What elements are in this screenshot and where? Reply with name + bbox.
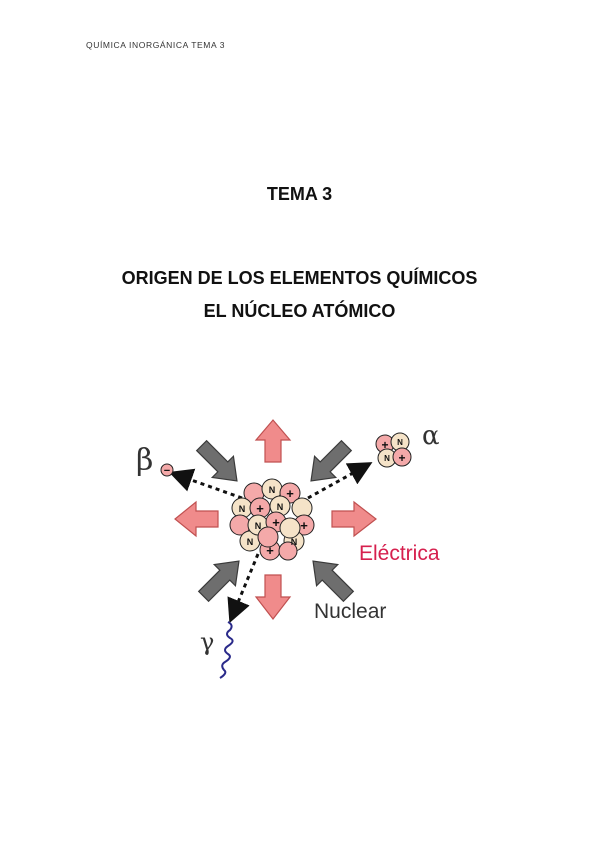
gamma-wave (219, 621, 234, 679)
nuclear-arrow-top-left (195, 439, 238, 482)
alpha-emission-path (307, 462, 373, 500)
alpha-proton-label: + (398, 451, 405, 465)
alpha-proton-label: + (381, 438, 388, 452)
electric-arrow-left (174, 500, 219, 538)
neutron-label: N (291, 537, 298, 547)
proton-label: + (286, 486, 294, 501)
neutron-label: N (247, 537, 254, 547)
nuclear-arrow-bottom-right (312, 560, 355, 603)
gamma-emission-path (227, 553, 260, 624)
neutron-label: N (269, 485, 276, 495)
proton-label: + (256, 501, 264, 516)
proton-label: + (300, 518, 308, 533)
neutron-label: N (277, 502, 284, 512)
nuclear-arrow-bottom-left (197, 560, 240, 603)
beta-emission-path (168, 468, 243, 500)
gamma-label: γ (200, 628, 214, 656)
beta-label: β (136, 443, 153, 478)
nucleus-diagram-svg: N N N N N N + + + + + + + N N − (136, 419, 440, 679)
nucleus-forces-diagram: N N N N N N + + + + + + + N N − (130, 400, 470, 690)
title-line-2: EL NÚCLEO ATÓMICO (203, 301, 396, 321)
nuclear-arrow-top-right (310, 439, 353, 482)
running-header: QUÍMICA INORGÁNICA TEMA 3 (86, 40, 226, 50)
alpha-particle (375, 432, 412, 468)
neutron-label: N (255, 521, 262, 531)
nucleus (229, 478, 315, 561)
proton-label: + (272, 515, 280, 530)
proton-label: + (266, 543, 274, 558)
electric-arrow-right (331, 500, 377, 538)
alpha-neutron-label: N (384, 454, 390, 463)
document-title: ORIGEN DE LOS ELEMENTOS QUÍMICOS EL NÚCL… (0, 262, 599, 328)
alpha-neutron-label: N (397, 438, 403, 447)
chapter-title: TEMA 3 (266, 184, 333, 204)
svg-text:−: − (164, 465, 170, 477)
electron: − (160, 463, 174, 477)
title-line-1: ORIGEN DE LOS ELEMENTOS QUÍMICOS (121, 268, 478, 288)
electric-arrow-down (254, 574, 292, 620)
electric-force-label: Eléctrica (359, 542, 440, 565)
neutron-label: N (239, 504, 246, 514)
electric-arrow-up (254, 419, 292, 463)
alpha-label: α (422, 421, 440, 451)
nuclear-force-label: Nuclear (314, 600, 386, 623)
